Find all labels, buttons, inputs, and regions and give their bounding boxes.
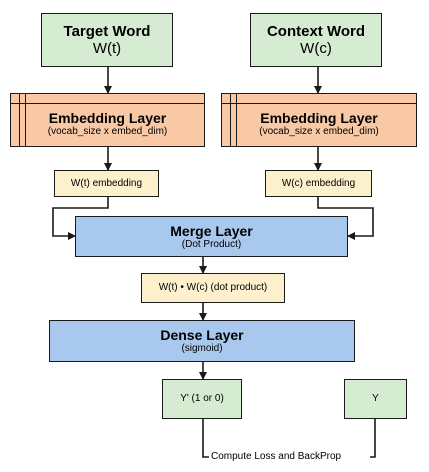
- context-embedding-label: W(c) embedding: [281, 177, 356, 189]
- embedding-layer-right: Embedding Layer (vocab_size x embed_dim): [221, 93, 417, 147]
- prediction-label: Y' (1 or 0): [180, 393, 224, 405]
- context-embedding-box: W(c) embedding: [265, 170, 372, 197]
- merge-layer-subtitle: (Dot Product): [181, 238, 242, 250]
- embedding-right-title: Embedding Layer: [260, 110, 378, 127]
- context-word-box: Context Word W(c): [250, 13, 382, 67]
- dense-layer-box: Dense Layer (sigmoid): [49, 320, 355, 362]
- embedding-bar-left: [230, 94, 231, 146]
- merge-layer-box: Merge Layer (Dot Product): [75, 216, 348, 257]
- embedding-layer-left: Embedding Layer (vocab_size x embed_dim): [10, 93, 205, 147]
- embedding-bar-left-inner: [236, 94, 237, 146]
- loss-caption: Compute Loss and BackProp: [209, 451, 344, 462]
- target-word-symbol: W(t): [92, 40, 122, 57]
- embedding-strip-line: [11, 103, 204, 104]
- embedding-bar-left-inner: [25, 94, 26, 146]
- dot-product-label: W(t) • W(c) (dot product): [158, 282, 268, 294]
- arrow-target-vector-to-merge: [52, 197, 109, 240]
- dense-layer-subtitle: (sigmoid): [181, 343, 223, 355]
- ground-truth-box: Y: [344, 379, 407, 419]
- line-ground-truth-to-loss: [370, 419, 376, 458]
- prediction-box: Y' (1 or 0): [162, 379, 242, 419]
- arrow-context-vector-to-merge: [317, 197, 374, 240]
- dot-product-box: W(t) • W(c) (dot product): [141, 273, 285, 303]
- target-word-title: Target Word: [63, 22, 151, 40]
- context-word-title: Context Word: [266, 22, 366, 40]
- dense-layer-title: Dense Layer: [160, 327, 244, 344]
- target-embedding-box: W(t) embedding: [54, 170, 159, 197]
- target-embedding-label: W(t) embedding: [70, 177, 143, 189]
- embedding-left-subtitle: (vocab_size x embed_dim): [47, 126, 168, 138]
- embedding-strip-line: [222, 103, 416, 104]
- merge-layer-title: Merge Layer: [170, 222, 253, 239]
- context-word-symbol: W(c): [300, 40, 332, 57]
- embedding-left-title: Embedding Layer: [48, 110, 167, 127]
- ground-truth-label: Y: [372, 393, 379, 405]
- embedding-right-subtitle: (vocab_size x embed_dim): [259, 126, 379, 138]
- embedding-bar-left: [19, 94, 20, 146]
- target-word-box: Target Word W(t): [41, 13, 173, 67]
- line-prediction-to-loss: [202, 419, 210, 458]
